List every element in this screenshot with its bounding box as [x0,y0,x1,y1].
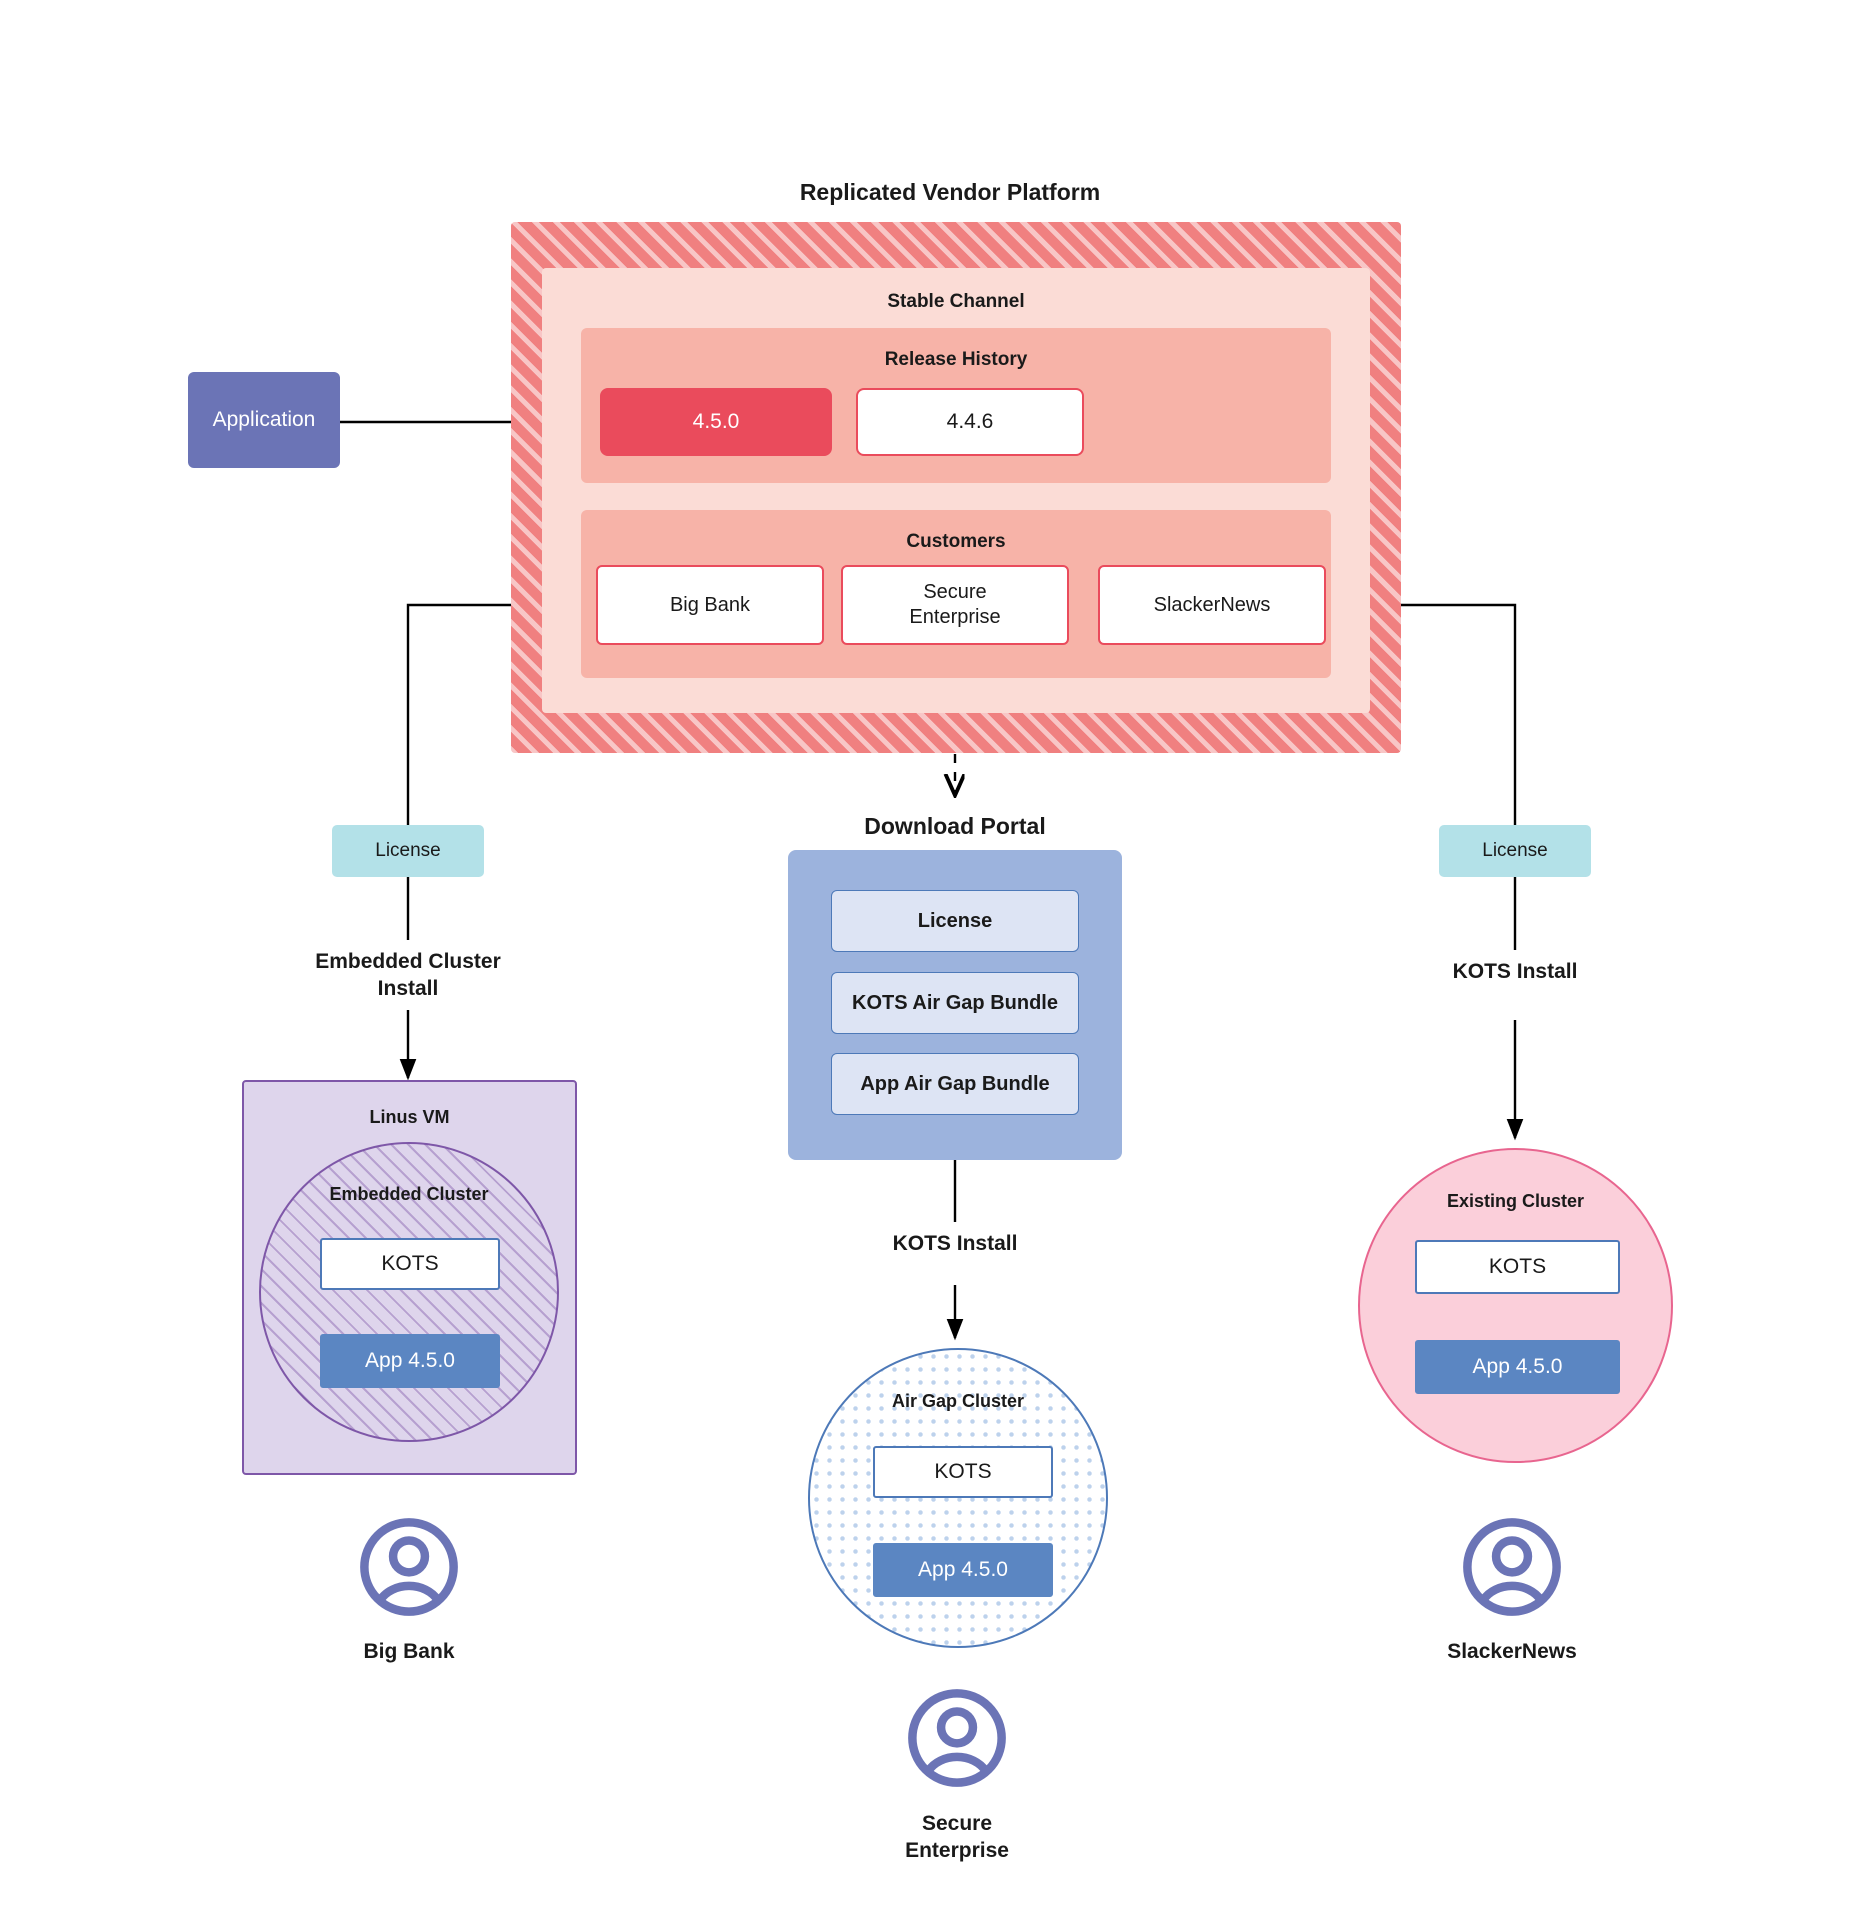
existing-cluster-title: Existing Cluster [1446,1191,1585,1211]
app-box-right[interactable]: App 4.5.0 [1415,1340,1620,1394]
customer-secure-enterprise[interactable]: Secure Enterprise [841,565,1069,645]
center-install-label: KOTS Install [892,1232,1018,1255]
kots-box-center[interactable]: KOTS [873,1446,1053,1498]
embedded-cluster-title: Embedded Cluster [329,1184,489,1204]
stable-channel-title: Stable Channel [887,291,1025,312]
customer-label-big-bank: Big Bank [363,1640,455,1663]
airgap-cluster-title: Air Gap Cluster [891,1391,1025,1411]
airgap-cluster-circle [808,1348,1108,1648]
embedded-cluster-install-label: Embedded Cluster Install [315,950,501,1001]
user-icon [908,1689,1006,1787]
customer-slackernews[interactable]: SlackerNews [1098,565,1326,645]
release-4-4-6[interactable]: 4.4.6 [856,388,1084,456]
customers-title: Customers [906,531,1006,552]
avatar-secure-enterprise [906,1687,1008,1789]
right-install-label: KOTS Install [1452,960,1578,983]
user-icon [1463,1518,1561,1616]
avatar-big-bank [358,1516,460,1618]
application-box[interactable]: Application [188,372,340,468]
app-box-center[interactable]: App 4.5.0 [873,1543,1053,1597]
portal-item-license[interactable]: License [831,890,1079,952]
customer-big-bank[interactable]: Big Bank [596,565,824,645]
existing-cluster-circle [1358,1148,1673,1463]
portal-item-app-air-gap-bundle[interactable]: App Air Gap Bundle [831,1053,1079,1115]
page-title: Replicated Vendor Platform [799,179,1101,205]
license-chip-right[interactable]: License [1439,825,1591,877]
kots-box-right[interactable]: KOTS [1415,1240,1620,1294]
license-chip-left[interactable]: License [332,825,484,877]
kots-box-left[interactable]: KOTS [320,1238,500,1290]
release-history-title: Release History [884,349,1028,370]
portal-item-kots-air-gap-bundle[interactable]: KOTS Air Gap Bundle [831,972,1079,1034]
linux-vm-title: Linus VM [369,1107,450,1127]
avatar-slackernews [1461,1516,1563,1618]
download-portal-title: Download Portal [864,813,1046,839]
app-box-left[interactable]: App 4.5.0 [320,1334,500,1388]
customer-label-secure-enterprise: Secure Enterprise [905,1812,1009,1863]
customer-label-slackernews: SlackerNews [1447,1640,1577,1663]
release-4-5-0[interactable]: 4.5.0 [600,388,832,456]
embedded-cluster-circle [259,1142,559,1442]
user-icon [360,1518,458,1616]
